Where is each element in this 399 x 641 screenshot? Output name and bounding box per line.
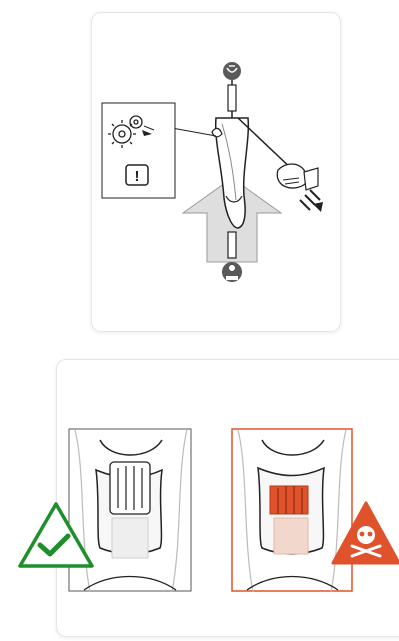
warning-mark: !: [135, 168, 140, 185]
gears-warning-box: !: [102, 103, 175, 198]
warning-exclamation-icon: !: [126, 165, 148, 185]
pull-hand-icon: [277, 164, 318, 190]
tension-illustration: !: [102, 62, 323, 282]
pull-arrow-icon: [300, 190, 323, 212]
anchor-icon: [222, 262, 242, 282]
fit-comparison-illustration: [20, 429, 399, 592]
hook-icon: [223, 62, 241, 80]
incorrect-fit-panel: [232, 429, 352, 592]
